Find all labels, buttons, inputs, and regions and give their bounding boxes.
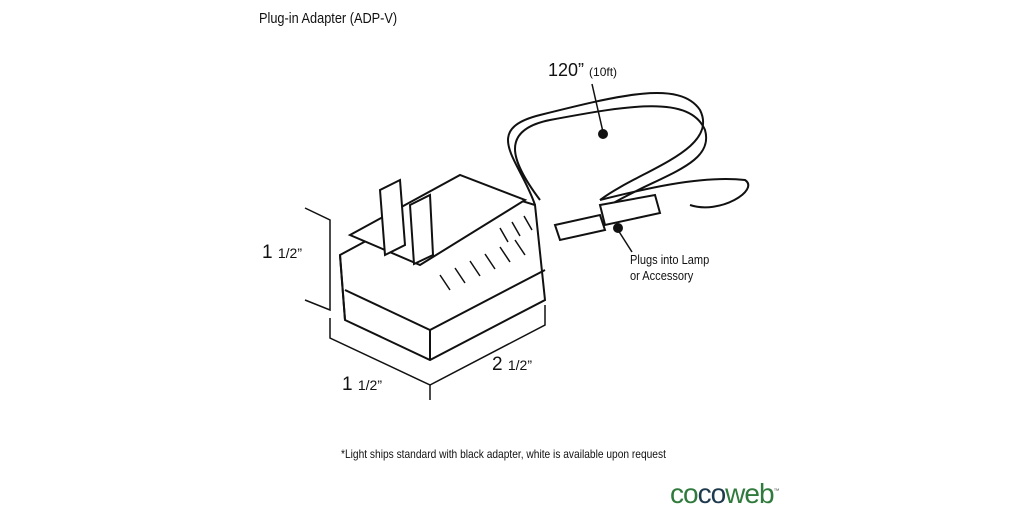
depth-whole: 1 xyxy=(342,374,353,395)
cord-length-feet: (10ft) xyxy=(589,65,618,79)
height-whole: 1 xyxy=(262,242,273,263)
logo-part2: co xyxy=(697,478,727,509)
width-fraction: 1/2” xyxy=(507,357,532,373)
logo-part3: web xyxy=(725,478,774,509)
cord-marker xyxy=(598,129,608,139)
height-fraction: 1/2” xyxy=(277,245,302,261)
dimension-lines xyxy=(304,207,546,400)
plug-label-line2: or Accessory xyxy=(630,268,694,283)
plug-connector xyxy=(553,193,662,242)
prongs xyxy=(378,178,435,266)
leader-lines xyxy=(591,83,633,253)
cord-length-inches: 120” xyxy=(548,60,585,80)
cord-length-label: 120” (10ft) xyxy=(548,60,617,81)
logo-part1: co xyxy=(670,478,699,509)
width-dimension: 2 1/2” xyxy=(492,354,532,376)
adapter-body xyxy=(338,173,547,362)
logo-trademark: ™ xyxy=(773,488,780,495)
cord xyxy=(507,92,749,209)
depth-fraction: 1/2” xyxy=(357,377,382,393)
plug-marker xyxy=(613,223,623,233)
cocoweb-logo: cocoweb™ xyxy=(670,478,780,510)
vents xyxy=(439,215,533,291)
plug-label-line1: Plugs into Lamp xyxy=(630,252,710,267)
depth-dimension: 1 1/2” xyxy=(342,374,382,396)
width-whole: 2 xyxy=(492,354,503,375)
footnote: *Light ships standard with black adapter… xyxy=(341,447,666,461)
height-dimension: 1 1/2” xyxy=(262,242,302,264)
page-title: Plug-in Adapter (ADP-V) xyxy=(259,10,398,27)
